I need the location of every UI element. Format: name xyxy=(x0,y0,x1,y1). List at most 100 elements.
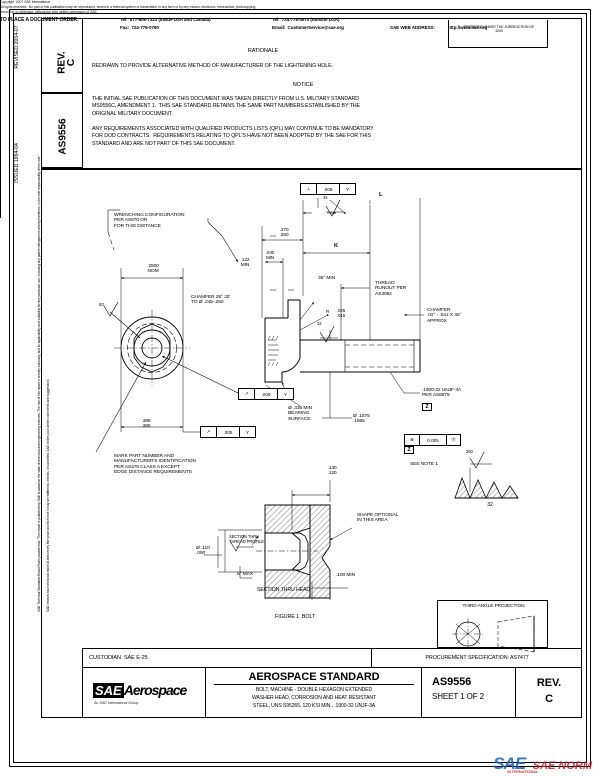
third-angle-projection-box: THIRD ANGLE PROJECTION xyxy=(437,600,548,648)
description-line-1: BOLT, MACHINE - DOUBLE HEXAGON EXTENDED xyxy=(255,687,373,693)
perpendicularity-symbol: ⊥ xyxy=(301,184,317,194)
mark-part-number-note: MARK PART NUMBER AND MANUFACTURER'S IDEN… xyxy=(114,454,196,476)
notice-heading: NOTICE xyxy=(292,82,314,88)
thread-finish-32: 250 xyxy=(466,449,473,454)
procurement-text: PROCUREMENT SPECIFICATION: AS7477 xyxy=(425,655,529,661)
top-right-note-box: PREPARED UNDER THE JURISDICTION OF 3200 xyxy=(448,20,548,48)
datum-z-ref: Z xyxy=(404,446,415,454)
custodian-cell: CUSTODIAN SAE E-25 xyxy=(82,648,372,668)
surface-finish-32-fillet: 32 xyxy=(317,321,322,326)
position-symbol: ⊕ xyxy=(405,435,420,445)
section-thru-head-caption: SECTION THRU HEAD xyxy=(257,587,310,593)
chamfer-head-note: CHAMFER 28° 32' TO Ø .245-.250 xyxy=(191,295,231,306)
document-number-cell: AS9556 SHEET 1 OF 2 xyxy=(422,668,516,718)
rationale-text: REDRAWN TO PROVIDE ALTERNATIVE METHOD OF… xyxy=(92,63,333,69)
web-label: SAE WEB ADDRESS: xyxy=(390,25,435,30)
runout-symbol-1: ↗ xyxy=(239,389,255,399)
shape-optional-note: SHAPE OPTIONAL IN THIS AREA xyxy=(357,513,399,524)
sae-logo-mark: SAE xyxy=(93,683,124,698)
head-height: .270 .250 xyxy=(279,228,289,239)
fillet-radius: .025 .015 xyxy=(336,308,346,318)
section-head-depth: .140 .120 xyxy=(327,466,337,477)
position-tolerance: 0.005 xyxy=(420,435,447,445)
surface-finish-32-top: 32 xyxy=(323,195,328,200)
description-line-3: STEEL, UNS S95265, 120 KSI MIN., .1900-3… xyxy=(252,703,376,709)
thread-spec: .1900-32 UNJF-3A PER AS8879 xyxy=(422,388,462,399)
page-inner-border xyxy=(13,13,587,763)
chamfer-end-note: CHAMFER .02° - .041 X 45° APPROX xyxy=(427,308,462,324)
notice-divider xyxy=(41,168,582,170)
wrenching-configuration-note: WRENCHING CONFIGURATION PER AS870 OR FOR… xyxy=(114,213,185,229)
runout-datum-1: Y xyxy=(283,391,288,397)
mmc-symbol: Ⓢ xyxy=(451,437,456,442)
runout-tolerance-2: .005 xyxy=(217,427,240,437)
date-strip: REVISED 2004-07 ISSUED 1994-04 xyxy=(0,0,37,218)
bearing-surface-note: Ø .335 MIN BEARING SURFACE xyxy=(288,406,313,422)
tel-inside: Tel: 877-606-7323 (inside USA and Canada… xyxy=(120,17,211,22)
revision-box: REV. C xyxy=(41,18,83,93)
figure-caption: FIGURE 1 BOLT xyxy=(275,614,316,620)
section-hole-dia: Ø .110 .090 xyxy=(196,546,210,557)
third-angle-label: THIRD ANGLE PROJECTION xyxy=(462,604,525,609)
copyright-line-3: recording, or otherwise, without the pri… xyxy=(0,10,98,14)
page-outer-border xyxy=(9,9,591,767)
copyright-line-1: Copyright 2007 SAE International xyxy=(0,0,50,4)
title-block-rev-value: C xyxy=(545,693,553,705)
watermark-sub: INTERNATIONAL xyxy=(507,769,539,774)
see-note-1: SEE NOTE 1 xyxy=(410,462,438,467)
perp-tolerance-value: .009 xyxy=(317,184,340,194)
aerospace-logo-text: Aerospace xyxy=(123,682,188,698)
web-url: http://www.sae.org xyxy=(448,25,488,30)
section-angle-max: 5° MAX xyxy=(237,572,254,577)
title-block-number: AS9556 xyxy=(432,676,472,688)
perp-datum: Y xyxy=(345,186,350,192)
min-thickness: .122 MIN xyxy=(240,258,250,269)
description-line-2: WASHER HEAD, CORROSION AND HEAT RESISTAN… xyxy=(252,695,376,701)
procurement-cell: PROCUREMENT SPECIFICATION: AS7477 xyxy=(372,648,582,668)
section-finish-250: SECTION THRU THREAD PROFILE xyxy=(229,534,264,544)
head-diameter: .385 .365 xyxy=(141,419,151,430)
datum-z: Z xyxy=(422,403,433,411)
runout-symbol-2: ↗ xyxy=(201,427,217,437)
nominal-across-flats: .2500 NOM xyxy=(147,264,159,275)
tel-outside: Tel: 724-776-4970 (outside USA) xyxy=(272,17,340,22)
chamfer-angle-min: 35° MIN xyxy=(318,276,336,281)
thread-runout-note: THREAD RUNOUT PER AS3082 xyxy=(375,281,407,297)
fax-number: Fax: 724-776-0790 xyxy=(120,25,159,30)
standard-title: AEROSPACE STANDARD xyxy=(214,671,414,686)
title-block-rev-label: REV. xyxy=(536,677,562,689)
sae-norm-watermark: SAE SAE NORM INTERNATIONAL xyxy=(493,754,592,774)
fillet-radius-prefix: R xyxy=(326,309,330,314)
revision-cell: REV. C xyxy=(516,668,582,718)
position-fcf: ⊕ 0.005 Ⓢ xyxy=(404,434,461,446)
surface-finish-63: 63 xyxy=(99,302,104,307)
order-label: TO PLACE A DOCUMENT ORDER: xyxy=(0,17,79,23)
document-number-box: AS9556 xyxy=(41,93,83,168)
min-flat: .040 MIN xyxy=(265,250,275,261)
sheet-number: SHEET 1 OF 2 xyxy=(432,692,485,701)
top-right-note: PREPARED UNDER THE JURISDICTION OF 3200 xyxy=(463,25,535,34)
section-min-wall: .100 MIN xyxy=(336,573,356,578)
runout-tolerance-1: .009 xyxy=(255,389,278,399)
grip-dimension: K xyxy=(334,243,338,249)
runout-fcf-2: ↗ .005 Y xyxy=(200,426,256,438)
watermark-norm: SAE NORM xyxy=(532,760,592,772)
watermark-sae: SAE xyxy=(493,754,526,773)
copyright-line-2: All rights reserved. No part of this pub… xyxy=(0,5,257,9)
title-cell: AEROSPACE STANDARD BOLT, MACHINE - DOUBL… xyxy=(206,668,422,718)
sae-logo-subtext: An SAE International Group xyxy=(94,701,139,705)
notice-paragraph-2: ANY REQUIREMENTS ASSOCIATED WITH QUALIFI… xyxy=(92,126,374,147)
custodian-text: CUSTODIAN SAE E-25 xyxy=(89,655,148,661)
length-dimension: L xyxy=(379,192,383,198)
perpendicularity-fcf: ⊥ .009 Y xyxy=(300,183,356,195)
runout-fcf-1: ↗ .009 Y xyxy=(238,388,294,400)
shank-diameter: Ø .1875 .1865 xyxy=(353,414,370,425)
runout-datum-2: Y xyxy=(245,429,250,435)
email-address: Email: CustomerService@sae.org xyxy=(272,25,344,30)
notice-paragraph-1: THE INITIAL SAE PUBLICATION OF THIS DOCU… xyxy=(92,96,360,117)
section-thread-caption: 32 xyxy=(487,502,493,508)
issued-date: ISSUED 1994-04 xyxy=(14,143,20,183)
